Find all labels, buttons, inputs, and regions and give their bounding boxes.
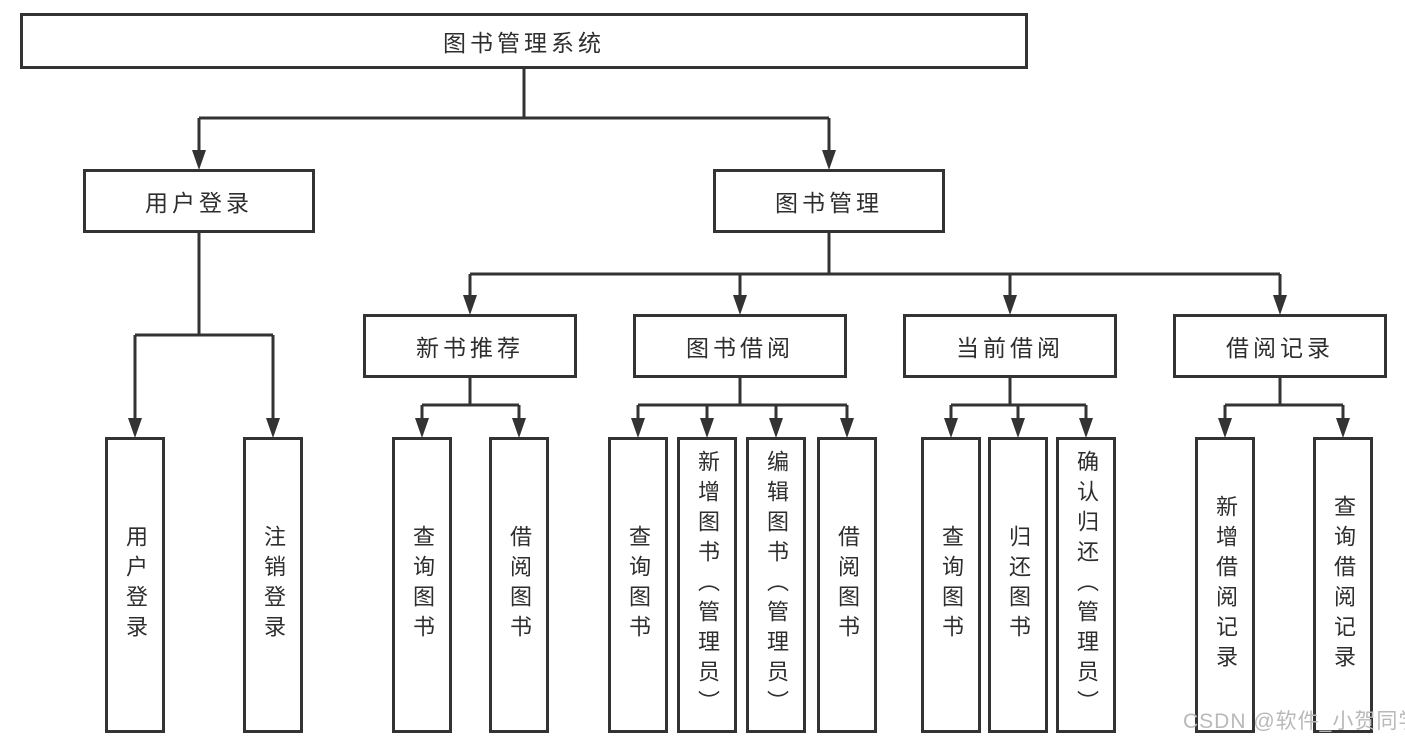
arrow-down-icon <box>415 418 429 438</box>
arrow-down-icon <box>700 418 714 438</box>
arrow-down-icon <box>1003 295 1017 315</box>
arrow-down-icon <box>1079 418 1093 438</box>
leaf-add-borrow-record: 新增借阅记录 <box>1195 437 1255 733</box>
arrow-down-icon <box>840 418 854 438</box>
leaf-confirm-return-admin: 确认归还（管理员） <box>1056 437 1116 733</box>
node-borrow-records: 借阅记录 <box>1173 314 1387 378</box>
arrow-down-icon <box>463 295 477 315</box>
leaf-add-books-admin: 新增图书（管理员） <box>677 437 737 733</box>
connector-bookborrow-to-leaves <box>636 378 849 421</box>
arrow-down-icon <box>512 418 526 438</box>
arrow-down-icon <box>1273 295 1287 315</box>
leaf-query-books-recommend: 查询图书 <box>392 437 452 733</box>
node-user-login: 用户登录 <box>83 169 315 233</box>
leaf-return-books: 归还图书 <box>988 437 1048 733</box>
connector-root-to-level2 <box>197 69 831 152</box>
connector-borrowrecords-to-leaves <box>1223 378 1345 421</box>
arrow-down-icon <box>1011 418 1025 438</box>
leaf-logout: 注销登录 <box>243 437 303 733</box>
arrow-down-icon <box>128 418 142 438</box>
leaf-query-borrow-record: 查询借阅记录 <box>1313 437 1373 733</box>
node-new-book-recommend: 新书推荐 <box>363 314 577 378</box>
arrow-down-icon <box>631 418 645 438</box>
arrow-down-icon <box>733 295 747 315</box>
connector-bookmgmt-to-level3 <box>468 233 1282 297</box>
leaf-edit-books-admin: 编辑图书（管理员） <box>746 437 806 733</box>
arrow-down-icon <box>1336 418 1350 438</box>
connector-currentborrow-to-leaves <box>949 378 1088 421</box>
leaf-borrow-books: 借阅图书 <box>817 437 877 733</box>
node-current-borrow: 当前借阅 <box>903 314 1117 378</box>
connector-userlogin-to-leaves <box>133 233 275 421</box>
arrow-down-icon <box>822 150 836 170</box>
leaf-query-books-borrow: 查询图书 <box>608 437 668 733</box>
leaf-query-books-current: 查询图书 <box>921 437 981 733</box>
node-book-management: 图书管理 <box>713 169 945 233</box>
arrow-down-icon <box>769 418 783 438</box>
arrow-down-icon <box>944 418 958 438</box>
arrow-down-icon <box>1218 418 1232 438</box>
leaf-borrow-books-recommend: 借阅图书 <box>489 437 549 733</box>
leaf-user-login: 用户登录 <box>105 437 165 733</box>
watermark: CSDN @软件_小贺同学 <box>1183 710 1405 733</box>
node-book-borrow: 图书借阅 <box>633 314 847 378</box>
arrow-down-icon <box>192 150 206 170</box>
node-root: 图书管理系统 <box>20 13 1028 69</box>
arrow-down-icon <box>266 418 280 438</box>
connector-newbook-to-leaves <box>420 378 521 421</box>
